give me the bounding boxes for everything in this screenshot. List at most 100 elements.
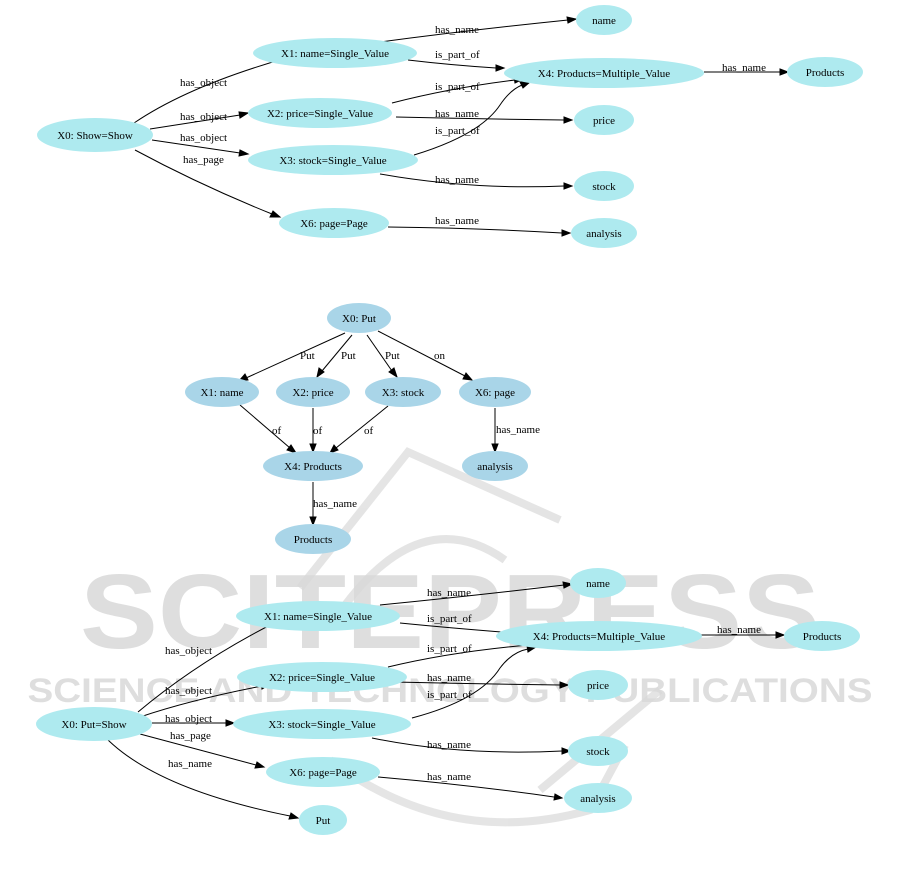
svg-text:analysis: analysis: [586, 228, 621, 240]
edge-label: has_name: [435, 24, 479, 36]
node-m0: X0: Put: [327, 303, 391, 333]
edge-label: Put: [341, 350, 356, 362]
svg-text:X1: name=Single_Value: X1: name=Single_Value: [264, 611, 372, 623]
edge-t3-ts: has_name: [379, 173, 574, 190]
edge-label: Put: [385, 350, 400, 362]
edge-t2-tp: has_name: [395, 108, 574, 124]
node-t6: X6: page=Page: [279, 208, 389, 238]
node-tpr: Products: [787, 57, 863, 87]
edge-label: has_name: [435, 215, 479, 227]
svg-text:X0: Put: X0: Put: [342, 313, 376, 325]
svg-text:X2: price: X2: price: [292, 387, 333, 399]
edge-m0-m1: Put: [237, 332, 346, 382]
node-t3: X3: stock=Single_Value: [248, 145, 418, 175]
svg-text:stock: stock: [586, 746, 610, 758]
diagram-bottom: has_object has_object has_object has_pag…: [36, 568, 860, 835]
svg-text:Products: Products: [294, 534, 333, 546]
edge-label: is_part_of: [435, 49, 480, 61]
node-b3: X3: stock=Single_Value: [233, 709, 411, 739]
svg-text:X1: name=Single_Value: X1: name=Single_Value: [281, 48, 389, 60]
edge-label: of: [364, 425, 374, 437]
edge-label: is_part_of: [435, 125, 480, 137]
svg-text:Products: Products: [803, 631, 842, 643]
node-t4: X4: Products=Multiple_Value: [504, 58, 704, 88]
edge-label: has_name: [435, 174, 479, 186]
edge-t4-tpr: has_name: [704, 62, 790, 76]
svg-text:price: price: [593, 115, 615, 127]
edge-label: is_part_of: [435, 81, 480, 93]
node-m1: X1: name: [185, 377, 259, 407]
edge-label: has_name: [427, 771, 471, 783]
node-b6: X6: page=Page: [266, 757, 380, 787]
watermark: SCITEPRESS SCIENCE AND TECHNOLOGY PUBLIC…: [28, 447, 873, 827]
edge-m4-mpr: has_name: [309, 482, 357, 527]
edge-label: has_name: [313, 498, 357, 510]
edge-label: has_page: [183, 154, 224, 166]
edge-label: on: [434, 350, 446, 362]
node-m6: X6: page: [459, 377, 531, 407]
edge-m0-m2: Put: [316, 334, 356, 379]
edge-label: is_part_of: [427, 613, 472, 625]
node-b4: X4: Products=Multiple_Value: [496, 621, 702, 651]
edge-label: has_object: [165, 713, 212, 725]
node-t0: X0: Show=Show: [37, 118, 153, 152]
edge-label: has_name: [722, 62, 766, 74]
svg-text:Put: Put: [316, 815, 331, 827]
edge-label: has_name: [427, 672, 471, 684]
svg-text:X2: price=Single_Value: X2: price=Single_Value: [269, 672, 375, 684]
svg-text:X0: Put=Show: X0: Put=Show: [61, 719, 126, 731]
watermark-subtitle: SCIENCE AND TECHNOLOGY PUBLICATIONS: [28, 672, 873, 710]
edge-label: has_name: [717, 624, 761, 636]
node-bn: name: [570, 568, 626, 598]
svg-text:X4: Products=Multiple_Value: X4: Products=Multiple_Value: [533, 631, 666, 643]
node-tp: price: [574, 105, 634, 135]
svg-text:name: name: [586, 578, 610, 590]
svg-text:X3: stock=Single_Value: X3: stock=Single_Value: [279, 155, 386, 167]
node-b2: X2: price=Single_Value: [237, 662, 407, 692]
diagram-middle: Put Put Put on of of: [185, 303, 540, 554]
edge-m0-m3: Put: [366, 334, 400, 379]
edge-b0-bput: has_name: [107, 739, 300, 820]
edge-label: has_name: [496, 424, 540, 436]
svg-text:X4: Products: X4: Products: [284, 461, 342, 473]
edge-b3-bs: has_name: [371, 737, 572, 755]
edge-label: is_part_of: [427, 689, 472, 701]
svg-text:name: name: [592, 15, 616, 27]
edge-t6-ta: has_name: [387, 215, 572, 237]
edge-t0-t6: has_page: [134, 149, 282, 218]
node-m3: X3: stock: [365, 377, 441, 407]
node-m2: X2: price: [276, 377, 350, 407]
edge-label: Put: [300, 350, 315, 362]
edge-t0-t2: has_object: [149, 111, 250, 130]
node-ts: stock: [574, 171, 634, 201]
edge-b0-b6: has_page: [139, 730, 266, 769]
svg-text:Products: Products: [806, 67, 845, 79]
edge-label: has_object: [180, 77, 227, 89]
svg-text:X4: Products=Multiple_Value: X4: Products=Multiple_Value: [538, 68, 671, 80]
svg-text:X1: name: X1: name: [200, 387, 243, 399]
svg-text:analysis: analysis: [477, 461, 512, 473]
edge-m2-m4: of: [309, 408, 323, 454]
node-t2: X2: price=Single_Value: [248, 98, 392, 128]
edge-b2-bp: has_name: [393, 672, 570, 689]
svg-text:X6: page: X6: page: [475, 387, 515, 399]
edge-label: has_object: [165, 645, 212, 657]
edge-m6-ma: has_name: [491, 408, 540, 454]
node-tn: name: [576, 5, 632, 35]
edge-label: of: [313, 425, 323, 437]
node-mpr: Products: [275, 524, 351, 554]
node-t1: X1: name=Single_Value: [253, 38, 417, 68]
edge-label: has_object: [180, 111, 227, 123]
svg-text:analysis: analysis: [580, 793, 615, 805]
diagram-top: has_object has_object has_object has_pag…: [37, 5, 863, 248]
node-bpr: Products: [784, 621, 860, 651]
svg-text:X2: price=Single_Value: X2: price=Single_Value: [267, 108, 373, 120]
node-b1: X1: name=Single_Value: [236, 601, 400, 631]
edge-label: has_name: [427, 587, 471, 599]
edge-label: of: [272, 425, 282, 437]
svg-text:X3: stock: X3: stock: [382, 387, 425, 399]
edge-b4-bpr: has_name: [700, 624, 786, 639]
node-m4: X4: Products: [263, 451, 363, 481]
edge-label: has_page: [170, 730, 211, 742]
